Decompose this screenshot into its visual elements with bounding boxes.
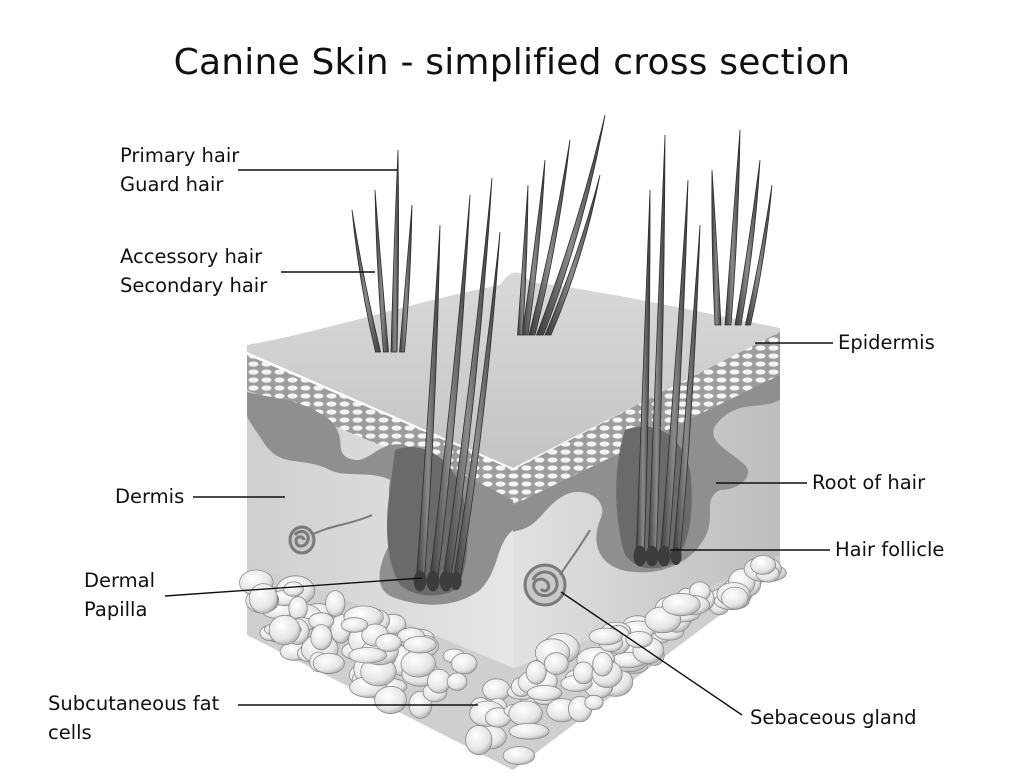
sebaceous-gland-right [523,529,591,607]
label-epidermis: Epidermis [838,331,935,354]
hair-shaft [415,224,441,586]
hair-shaft [635,189,651,561]
hair-bulb [633,545,647,567]
fat-cell [340,617,369,633]
hair-bulb [670,546,682,566]
hair-bulb [439,570,453,592]
hair-bulb [657,545,671,567]
label-accessory-hair-line1: Accessory hair [120,245,263,268]
hair-shaft [659,179,689,561]
fat-cell [720,586,749,610]
hair-shaft [544,174,601,336]
leader-sebaceous-gland [560,591,743,716]
hair-bulb [450,571,462,591]
fat-cell [750,555,776,575]
label-root-of-hair: Root of hair [812,471,926,494]
label-subcutaneous-fat: Subcutaneous fat cells [48,689,219,747]
sebaceous-gland-left [288,514,373,555]
fat-cell [573,661,594,685]
fat-cell [248,583,278,614]
fat-cell [374,686,408,715]
leader-dermal-papilla [164,577,423,597]
label-dermal-papilla-line2: Papilla [84,598,148,621]
fat-cell [451,652,478,675]
hair-bulb [645,545,659,567]
fat-cell [268,614,301,646]
hair-group [351,114,773,592]
fat-cell [465,725,493,756]
fat-cell [588,627,623,646]
fat-cell [508,722,550,740]
fat-cell [525,660,547,685]
fat-cell [592,652,613,677]
fat-cell [403,636,437,654]
fat-cell [526,685,563,701]
label-dermal-papilla: Dermal Papilla [84,566,155,624]
label-subcutaneous-fat-line2: cells [48,721,92,744]
fat-cell [283,581,304,597]
label-accessory-hair-line2: Secondary hair [120,274,268,297]
fat-cell [584,694,604,711]
fat-cell [348,647,388,664]
label-subcutaneous-fat-line1: Subcutaneous fat [48,692,220,715]
fat-cell [508,700,543,727]
label-primary-hair-line2: Guard hair [120,173,224,196]
hair-shaft [517,184,529,336]
hair-shaft [672,224,701,561]
diagram-title: Canine Skin - simplified cross section [173,42,851,83]
label-hair-follicle: Hair follicle [835,538,945,561]
label-dermis: Dermis [115,485,185,508]
label-primary-hair-line1: Primary hair [120,144,240,167]
subcutaneous-fat-layer [239,555,787,770]
hair-shaft [441,177,493,586]
hair-shaft [390,149,400,353]
fat-cell [325,590,346,617]
hair-shaft [647,134,666,561]
hair-shaft [528,139,571,336]
hair-shaft [374,189,389,353]
label-accessory-hair: Accessory hair Secondary hair [120,242,267,300]
leader-lines [164,169,833,716]
hair-shaft [724,129,741,326]
fat-cell [661,592,701,617]
hair-shaft [428,194,471,586]
label-sebaceous-gland: Sebaceous gland [750,706,917,729]
hair-shaft [399,204,413,353]
fat-cell [482,678,511,702]
fat-cell [625,630,653,649]
fat-cell [310,624,333,651]
hair-shaft [452,231,501,586]
fat-cell [312,652,345,675]
hair-shaft [351,209,382,353]
fat-cell [543,652,569,675]
hair-shaft [734,159,761,326]
fat-cell [502,746,536,765]
hair-bulb [413,570,427,592]
hair-bulb [426,570,440,592]
hair-shaft [535,114,606,336]
fat-cell [446,672,468,691]
hair-shaft [521,159,546,336]
label-primary-hair: Primary hair Guard hair [120,141,239,199]
hair-shaft [711,169,722,326]
hair-shaft [745,184,773,326]
fat-cell [375,633,402,652]
label-dermal-papilla-line1: Dermal [84,569,156,592]
